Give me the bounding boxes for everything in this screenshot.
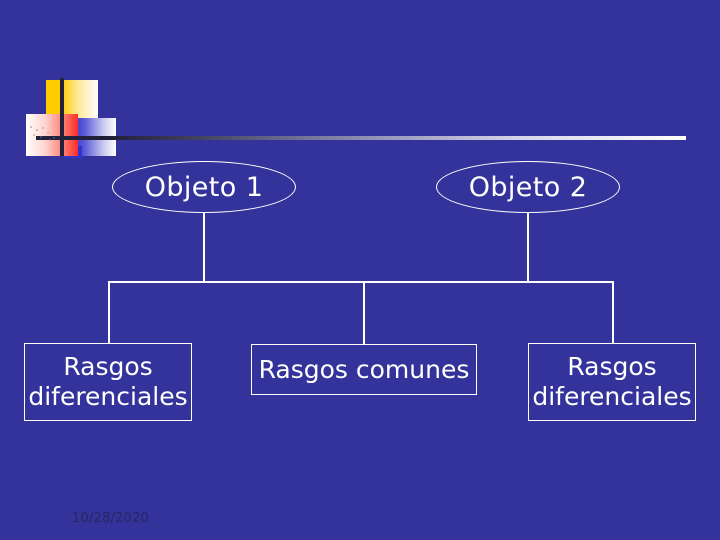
node-objeto-1[interactable]: Objeto 1 xyxy=(112,161,296,213)
connector-objeto-2-drop xyxy=(527,212,529,283)
header-divider xyxy=(100,136,686,140)
connector-leg-middle xyxy=(363,281,365,345)
design-logo xyxy=(26,78,120,158)
node-objeto-2[interactable]: Objeto 2 xyxy=(436,161,620,213)
leaf-rasgos-diferenciales-right[interactable]: Rasgos diferenciales xyxy=(528,343,696,421)
connector-horizontal-bar xyxy=(108,281,614,283)
connector-objeto-1-drop xyxy=(203,212,205,283)
dot-speckle-icon xyxy=(30,126,55,141)
leaf-rasgos-comunes[interactable]: Rasgos comunes xyxy=(251,344,477,395)
vertical-rule-icon xyxy=(60,78,64,156)
horizontal-rule-icon xyxy=(36,136,120,140)
leaf-rasgos-diferenciales-left[interactable]: Rasgos diferenciales xyxy=(24,343,192,421)
connector-leg-right xyxy=(612,281,614,344)
connector-leg-left xyxy=(108,281,110,344)
footer-date: 10/28/2020 xyxy=(72,511,149,526)
